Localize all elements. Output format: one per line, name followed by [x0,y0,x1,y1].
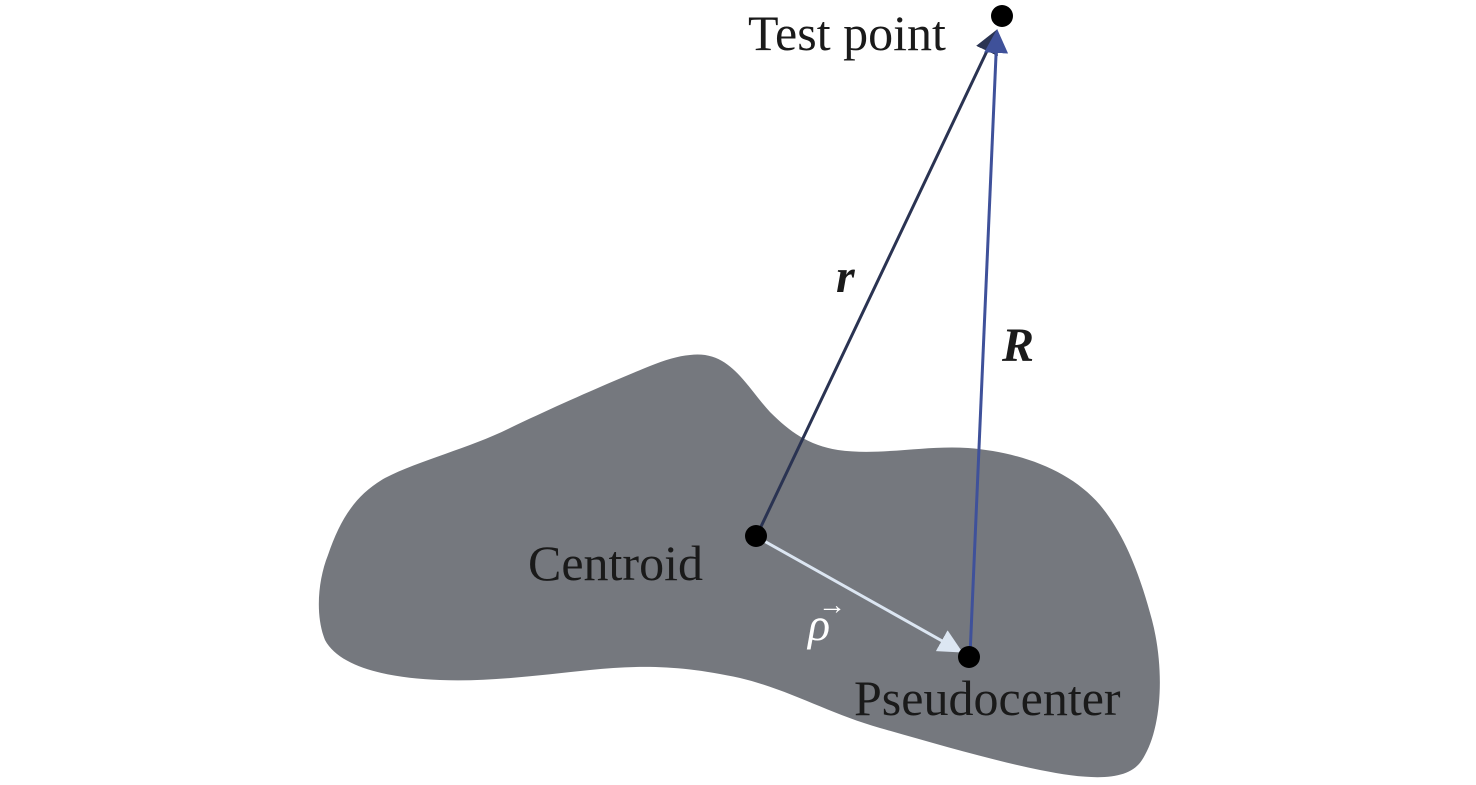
vector-rho-arrow-accent: → [818,590,846,621]
vector-rho-arrow [756,535,963,653]
irregular-body-shape [318,354,1160,778]
centroid-dot [745,525,767,547]
pseudocenter-label: Pseudocenter [854,670,1121,726]
vector-R-arrow [968,29,1009,657]
test-point-label: Test point [748,5,946,61]
vector-r-label: r [836,250,856,303]
vector-rho-label: ρ [806,599,830,650]
pseudocenter-dot [958,646,980,668]
vector-R-label: R [1001,319,1034,372]
centroid-label: Centroid [528,535,703,591]
test-point-dot [991,5,1013,27]
vector-r-arrow [755,29,998,536]
